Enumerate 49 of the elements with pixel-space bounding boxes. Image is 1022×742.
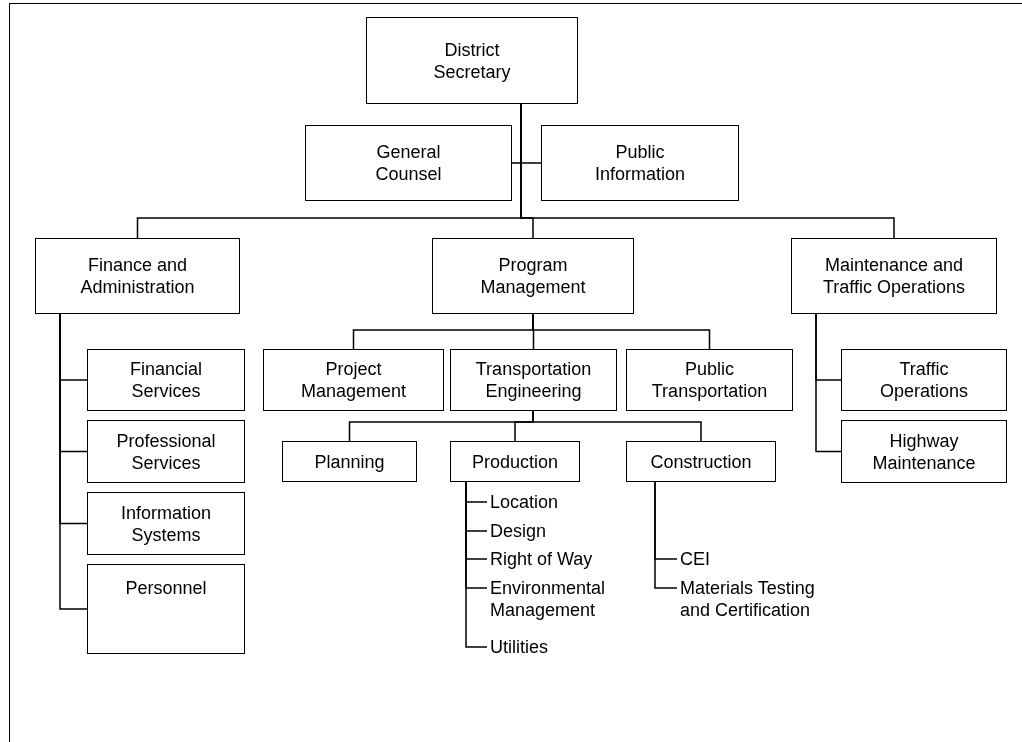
org-box xyxy=(626,349,793,411)
unit-name: Information Systems xyxy=(119,501,212,546)
org-box xyxy=(87,349,245,411)
org-box xyxy=(87,420,245,483)
org-box xyxy=(305,125,512,201)
org-box xyxy=(432,238,634,314)
unit-name: Transportation Engineering xyxy=(474,358,593,402)
unit-name: District Secretary xyxy=(432,38,512,83)
org-box xyxy=(841,349,1007,411)
item-label: Design xyxy=(490,520,547,542)
unit-name: Finance and Administration xyxy=(79,254,196,298)
org-box xyxy=(626,441,776,482)
unit-name: Planning xyxy=(314,450,385,473)
item-label: Utilities xyxy=(490,636,548,658)
unit-name: Public Transportation xyxy=(650,358,769,402)
org-box xyxy=(263,349,444,411)
connector-line xyxy=(465,481,488,648)
connector-line xyxy=(815,313,842,453)
unit-name: Public Information xyxy=(593,141,686,185)
unit-name: Financial Services xyxy=(128,358,203,402)
org-box xyxy=(87,492,245,555)
unit-name: Highway Maintenance xyxy=(871,429,977,474)
org-box xyxy=(450,441,580,482)
connector-line xyxy=(654,481,678,589)
item-label: CEI xyxy=(680,548,710,570)
org-box xyxy=(35,238,240,314)
org-box xyxy=(791,238,997,314)
connector-line xyxy=(59,313,88,610)
unit-name: Professional Services xyxy=(115,429,217,474)
org-box xyxy=(541,125,739,201)
item-label: Right of Way xyxy=(490,548,593,570)
unit-name: Production xyxy=(471,450,559,473)
unit-name: Construction xyxy=(650,450,752,473)
item-label: Location xyxy=(490,491,559,513)
unit-name: Personnel xyxy=(125,577,207,599)
connector-line xyxy=(532,313,711,350)
item-label: Materials Testing and Certification xyxy=(680,577,845,621)
org-box xyxy=(87,564,245,654)
unit-name: Program Management xyxy=(479,254,587,298)
item-label: Environmental Management xyxy=(490,577,650,621)
unit-name: General Counsel xyxy=(374,141,443,185)
org-box xyxy=(841,420,1007,483)
unit-name: Project Management xyxy=(299,358,408,402)
org-box xyxy=(366,17,578,104)
unit-name: Maintenance and Traffic Operations xyxy=(821,254,967,298)
unit-name: Traffic Operations xyxy=(878,358,970,402)
org-box xyxy=(282,441,417,482)
connector-line xyxy=(532,410,702,442)
org-box xyxy=(450,349,617,411)
